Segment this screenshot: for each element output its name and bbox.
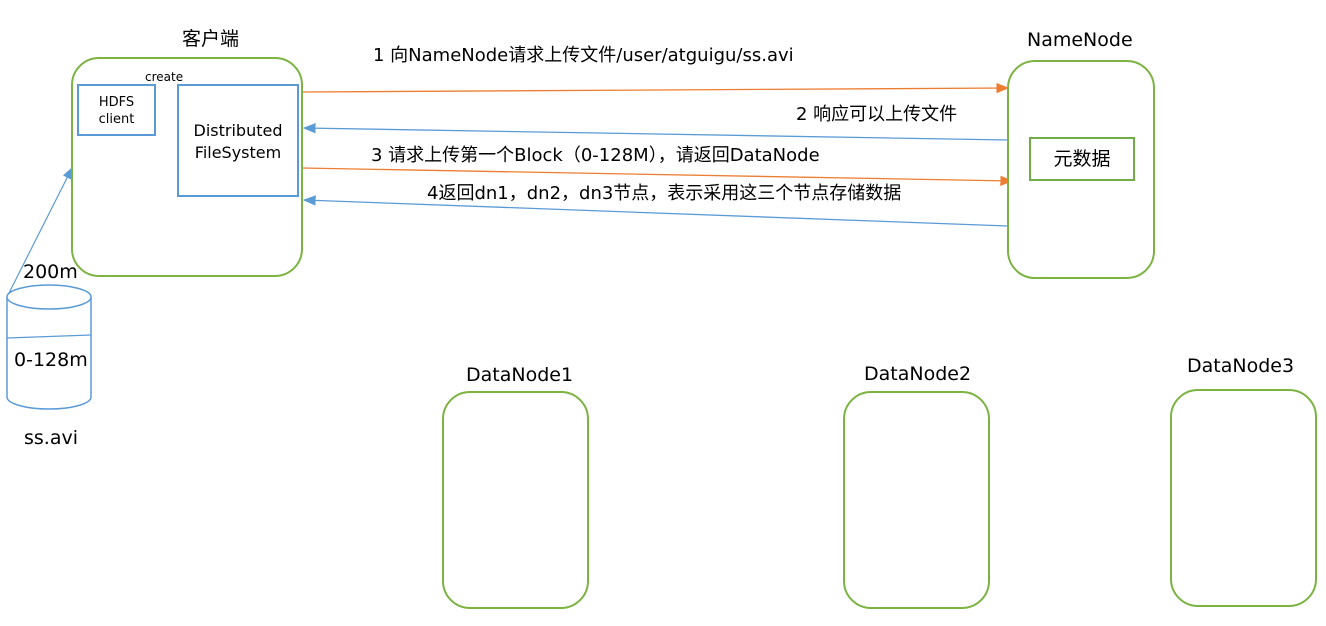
metadata-label: 元数据	[1053, 148, 1111, 170]
file-to-client-arrow	[7, 166, 73, 296]
hdfs-client-line2: client	[98, 112, 135, 127]
file-size-label: 200m	[23, 261, 78, 283]
message-3: 3 请求上传第一个Block（0-128M），请返回DataNode	[371, 145, 820, 166]
hdfs-client-line1: HDFS	[98, 95, 135, 110]
message-2: 2 响应可以上传文件	[796, 104, 958, 125]
file-name-label: ss.avi	[24, 427, 79, 449]
datanode2-node	[843, 391, 990, 609]
datanode1-title: DataNode1	[466, 364, 574, 386]
datanode3-node	[1170, 389, 1317, 607]
client-title: 客户端	[182, 28, 240, 50]
file-cylinder	[6, 284, 92, 410]
request-upload-arrow	[301, 82, 1010, 94]
datanode3-title: DataNode3	[1187, 355, 1295, 377]
datanode1-node	[442, 391, 589, 609]
create-label: create	[145, 70, 184, 84]
response-upload-arrow	[302, 123, 1009, 141]
hdfs-client-box: HDFS client	[77, 84, 156, 136]
datanode2-title: DataNode2	[864, 363, 972, 385]
namenode-title: NameNode	[1027, 29, 1133, 51]
metadata-box: 元数据	[1029, 137, 1135, 181]
distributed-filesystem-box: Distributed FileSystem	[177, 84, 299, 197]
message-4: 4返回dn1，dn2，dn3节点，表示采用这三个节点存储数据	[427, 183, 902, 204]
message-1: 1 向NameNode请求上传文件/user/atguigu/ss.avi	[373, 45, 794, 66]
dfs-line2: FileSystem	[194, 143, 282, 162]
return-datanodes-arrow	[302, 195, 1009, 227]
dfs-line1: Distributed	[193, 121, 283, 140]
file-block-label: 0-128m	[14, 349, 88, 371]
request-block-arrow	[301, 167, 1014, 186]
